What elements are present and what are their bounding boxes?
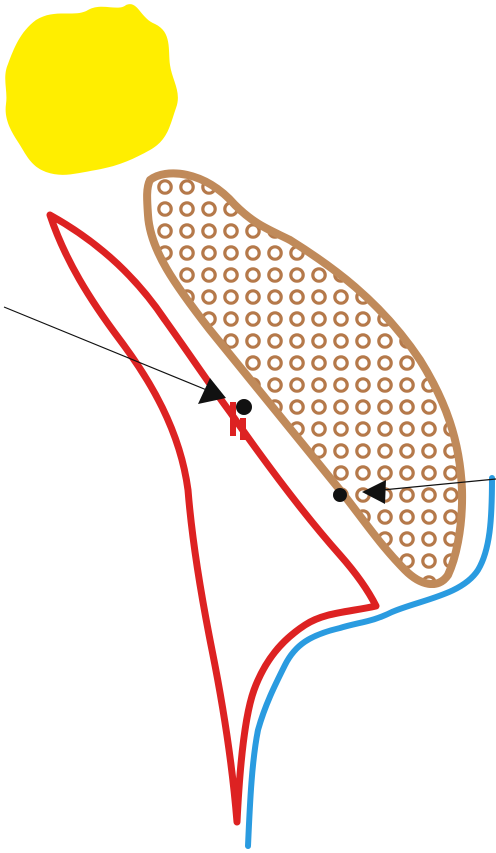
sun-icon — [5, 4, 178, 175]
contact-dot-lower — [333, 488, 347, 502]
contact-dot-upper — [236, 399, 252, 415]
